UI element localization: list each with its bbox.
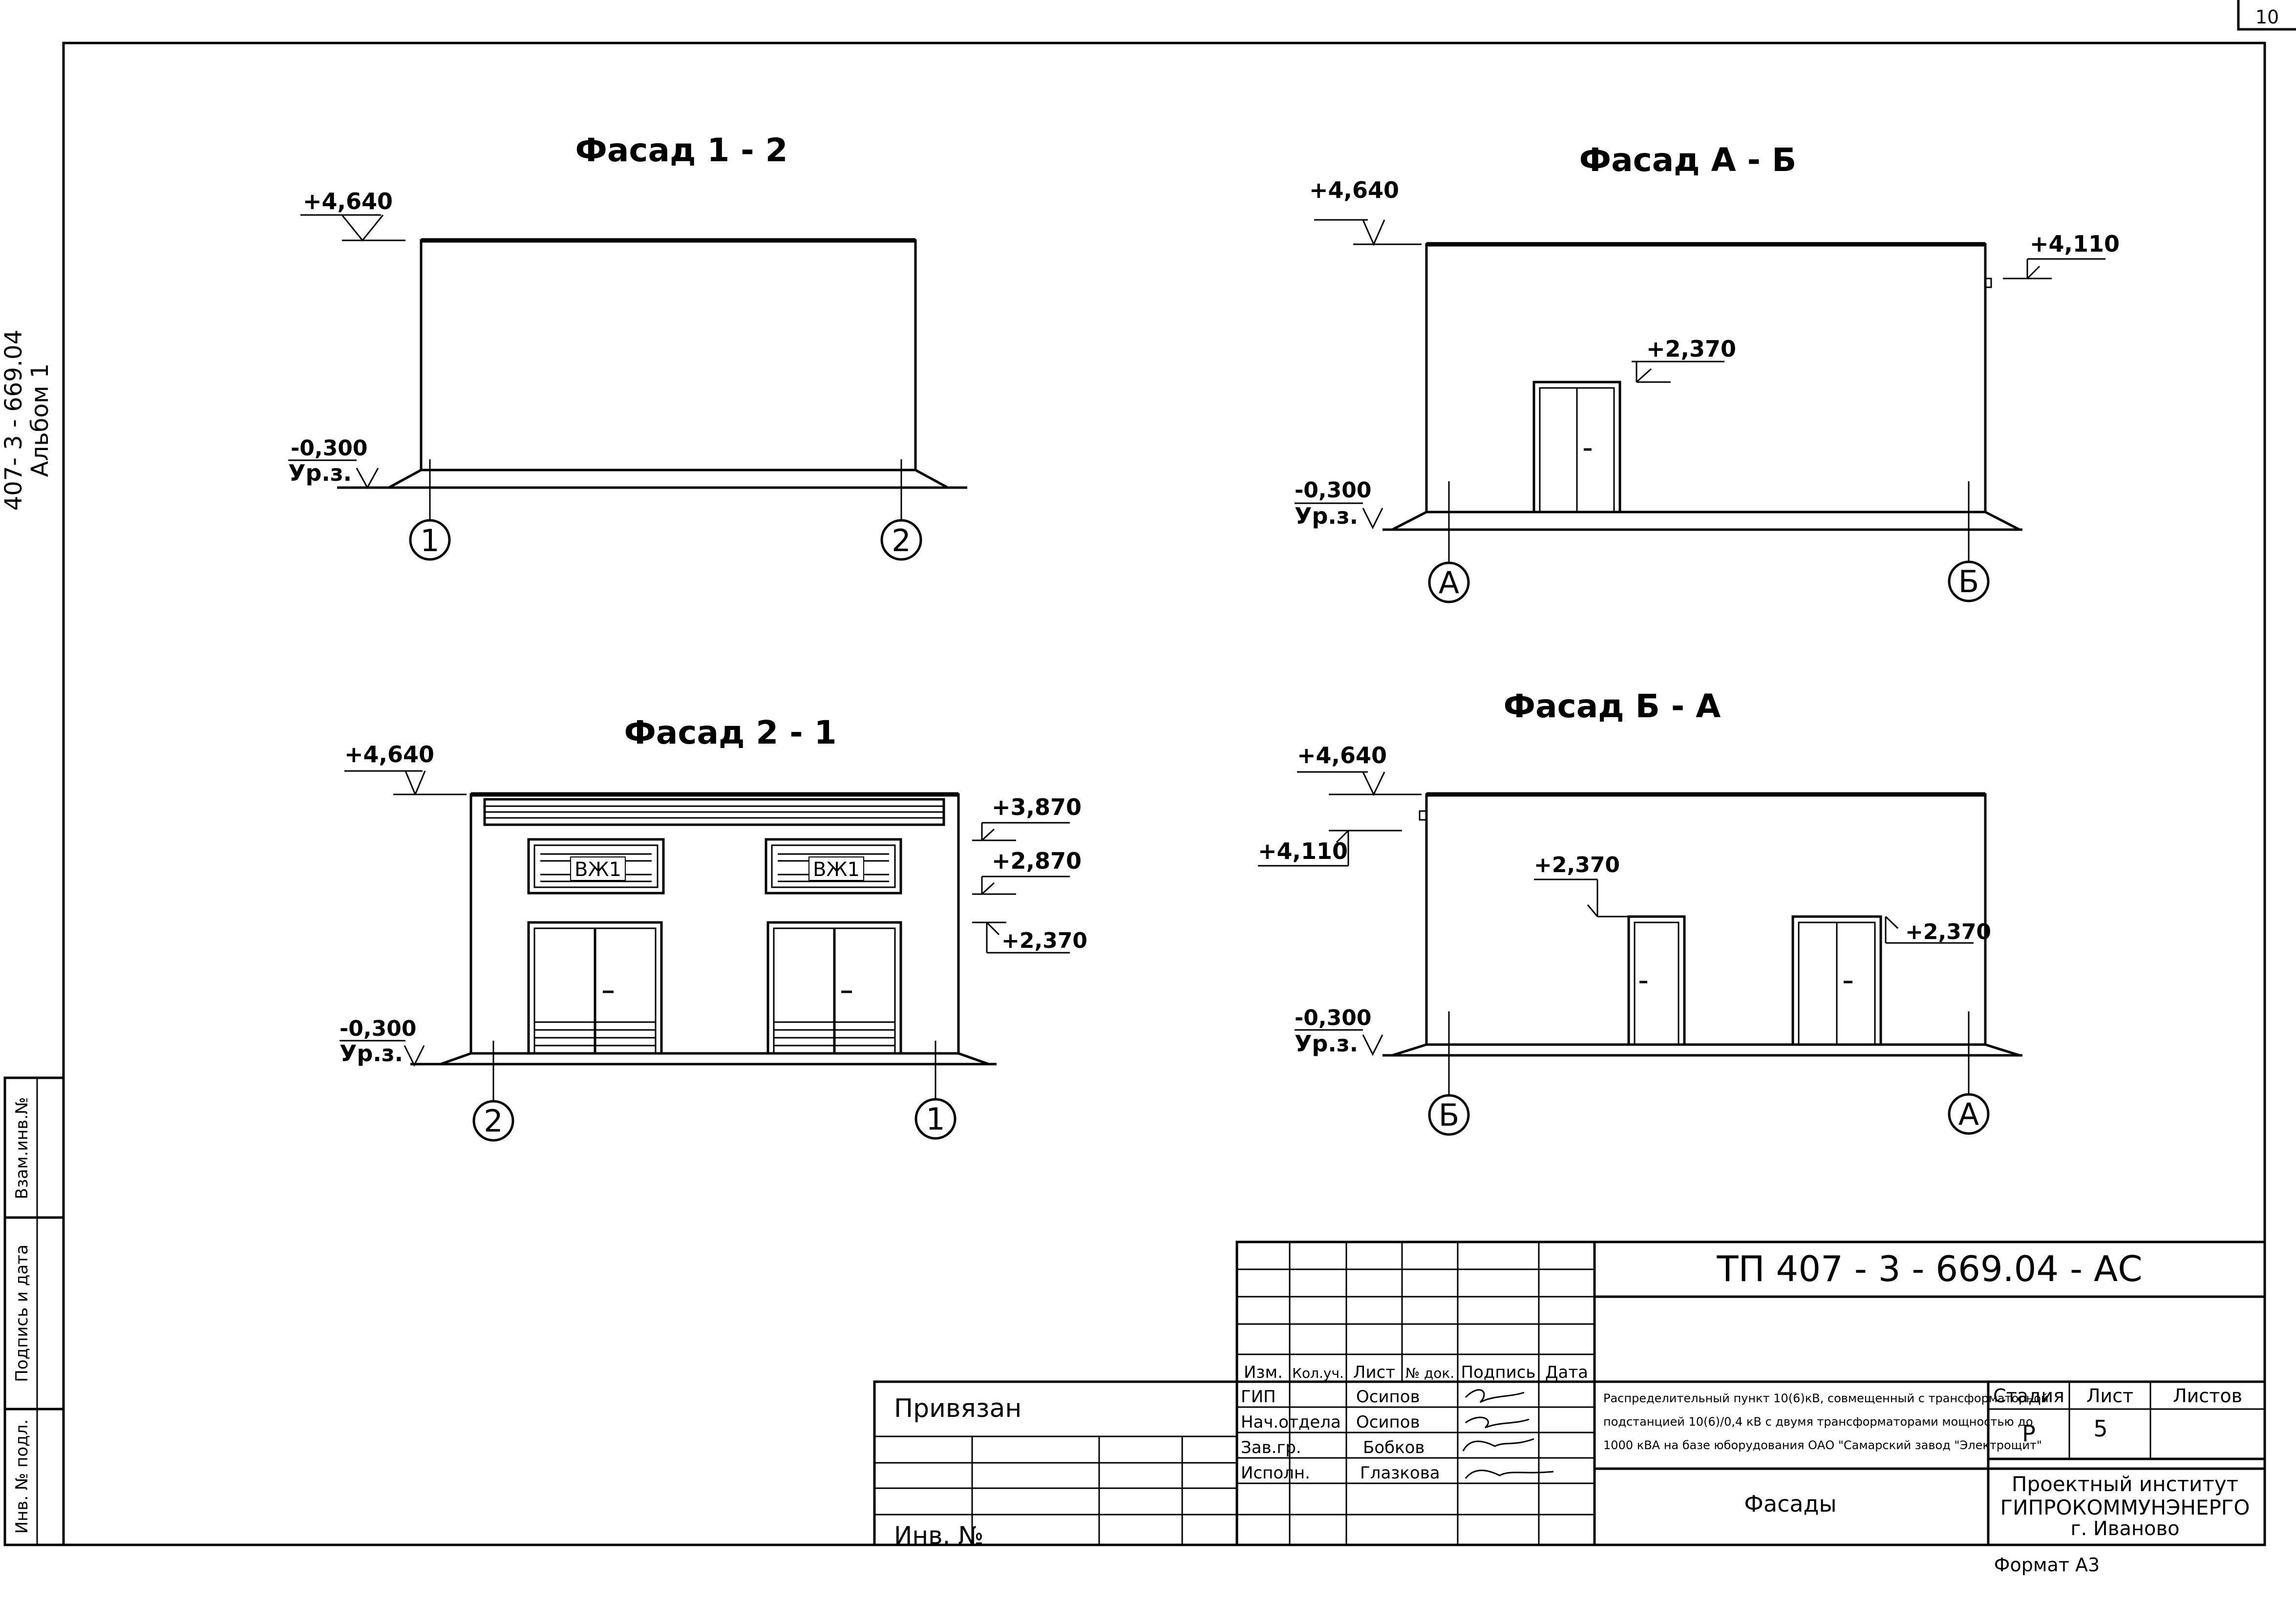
stage-header: Стадия	[1993, 1385, 2064, 1407]
facade-a-b-title: Фасад А - Б	[1579, 141, 1797, 179]
sheet-number-box	[2237, 0, 2296, 31]
fba-door-mark-2: +2,370	[1905, 920, 1991, 944]
facade-2-1-title: Фасад 2 - 1	[624, 714, 836, 751]
hdr-sign: Подпись	[1461, 1363, 1536, 1382]
role-nach: Нач.отдела	[1241, 1412, 1341, 1432]
fba-door-mark: +2,370	[1534, 853, 1620, 877]
axis-b-right: Б	[1958, 564, 1979, 599]
grille-right-label: ВЖ1	[813, 858, 860, 881]
f21-mark-2: +2,870	[992, 848, 1082, 874]
fab-ground-mark: -0,300	[1295, 478, 1371, 503]
sheets-header: Листов	[2173, 1385, 2242, 1407]
signature-4	[1465, 1470, 1554, 1479]
description-line-3: 1000 кВА на базе юборудования ОАО "Самар…	[1603, 1438, 2042, 1452]
f12-top-mark: +4,640	[303, 188, 393, 214]
sheet-header: Лист	[2086, 1385, 2133, 1407]
name-1: Осипов	[1356, 1387, 1420, 1407]
title-block: Изм. Кол.уч. Лист № док. Подпись Дата ГИ…	[1235, 1240, 2266, 1546]
facade-1-2: Фасад 1 - 2 1 2 +4,640 -0,300 Ур.з.	[288, 131, 967, 561]
fba-left-mark: +4,110	[1258, 838, 1348, 864]
binding-inv-label: Инв. №	[894, 1521, 983, 1550]
side-cell-replace: Взам.инв.№	[12, 1097, 32, 1199]
gate-left	[527, 921, 663, 1055]
fab-door-mark: +2,370	[1646, 336, 1736, 362]
grille-left-label: ВЖ1	[574, 858, 621, 881]
sheet-value: 5	[2093, 1415, 2107, 1442]
stage-value: Р	[2022, 1420, 2036, 1447]
format-label: Формат А3	[1994, 1554, 2100, 1576]
binding-block: Привязан Инв. №	[873, 1380, 1238, 1550]
grille-left: ВЖ1	[527, 838, 665, 895]
f21-top-mark: +4,640	[344, 741, 434, 768]
side-stamp: Взам.инв.№ Подпись и дата Инв. № подл.	[3, 1076, 65, 1546]
hdr-list: Лист	[1353, 1363, 1395, 1382]
facade-a-b: Фасад А - Б +2,370 А Б +4,640 +4,110 -0,…	[1295, 141, 2120, 603]
fab-right-mark: +4,110	[2030, 231, 2120, 257]
hdr-date: Дата	[1545, 1363, 1588, 1382]
axis-2-left: 2	[484, 1103, 503, 1139]
facade-2-1: Фасад 2 - 1 ВЖ1 ВЖ1	[340, 714, 1087, 1142]
hdr-doc: № док.	[1405, 1365, 1454, 1381]
grille-right: ВЖ1	[765, 838, 902, 895]
institute-line-3: г. Иваново	[2070, 1518, 2179, 1540]
side-code: 407- 3 - 669.04	[0, 330, 27, 511]
name-4: Глазкова	[1360, 1463, 1440, 1483]
signature-1	[1465, 1389, 1525, 1403]
f21-mark-3: +2,370	[1001, 928, 1087, 953]
role-ispoln: Исполн.	[1241, 1463, 1310, 1483]
f21-ground-mark: -0,300	[340, 1016, 416, 1041]
fba-top-mark: +4,640	[1297, 742, 1387, 769]
axis-1-left: 1	[420, 523, 439, 558]
role-zav: Зав.гр.	[1241, 1438, 1301, 1457]
institute-line-2: ГИПРОКОММУНЭНЕРГО	[2000, 1496, 2250, 1519]
axis-a-right: А	[1958, 1096, 1979, 1132]
signature-2	[1465, 1416, 1530, 1429]
side-cell-sign-date: Подпись и дата	[12, 1244, 32, 1382]
signature-3	[1462, 1438, 1534, 1452]
hdr-kol: Кол.уч.	[1292, 1365, 1344, 1381]
axis-a-left: А	[1439, 565, 1459, 600]
fba-ground-label: Ур.з.	[1295, 1030, 1358, 1057]
description-line-1: Распределительный пункт 10(6)кВ, совмеще…	[1603, 1391, 2048, 1405]
doc-code: ТП 407 - 3 - 669.04 - АС	[1717, 1248, 2143, 1289]
institute-line-1: Проектный институт	[2012, 1472, 2238, 1496]
name-2: Осипов	[1356, 1412, 1420, 1432]
f12-ground-mark: -0,300	[291, 436, 367, 461]
binding-label: Привязан	[894, 1394, 1021, 1423]
fab-top-mark: +4,640	[1309, 177, 1399, 203]
facade-b-a: Фасад Б - А Б А +4,640 +4,110 +2,370 +2,…	[1258, 687, 2022, 1136]
f21-mark-1: +3,870	[992, 794, 1082, 820]
axis-b-left: Б	[1439, 1097, 1460, 1133]
side-cell-inv: Инв. № подл.	[12, 1419, 32, 1534]
description-line-2: подстанцией 10(6)/0,4 кВ с двумя трансфо…	[1603, 1415, 2033, 1429]
name-3: Бобков	[1363, 1438, 1424, 1457]
sheet-title: Фасады	[1744, 1491, 1836, 1517]
sheet-number: 10	[2255, 6, 2279, 28]
f21-ground-label: Ур.з.	[340, 1040, 403, 1067]
axis-2-right: 2	[892, 523, 911, 558]
facade-1-2-title: Фасад 1 - 2	[575, 131, 787, 169]
axis-1-right: 1	[926, 1101, 945, 1137]
f12-ground-label: Ур.з.	[288, 460, 352, 486]
fab-ground-label: Ур.з.	[1295, 503, 1358, 529]
side-album: Альбом 1	[26, 364, 54, 477]
hdr-izm: Изм.	[1244, 1363, 1283, 1382]
facade-b-a-title: Фасад Б - А	[1504, 687, 1721, 725]
role-gip: ГИП	[1241, 1387, 1276, 1407]
fba-ground-mark: -0,300	[1295, 1005, 1371, 1030]
gate-right	[766, 921, 902, 1055]
